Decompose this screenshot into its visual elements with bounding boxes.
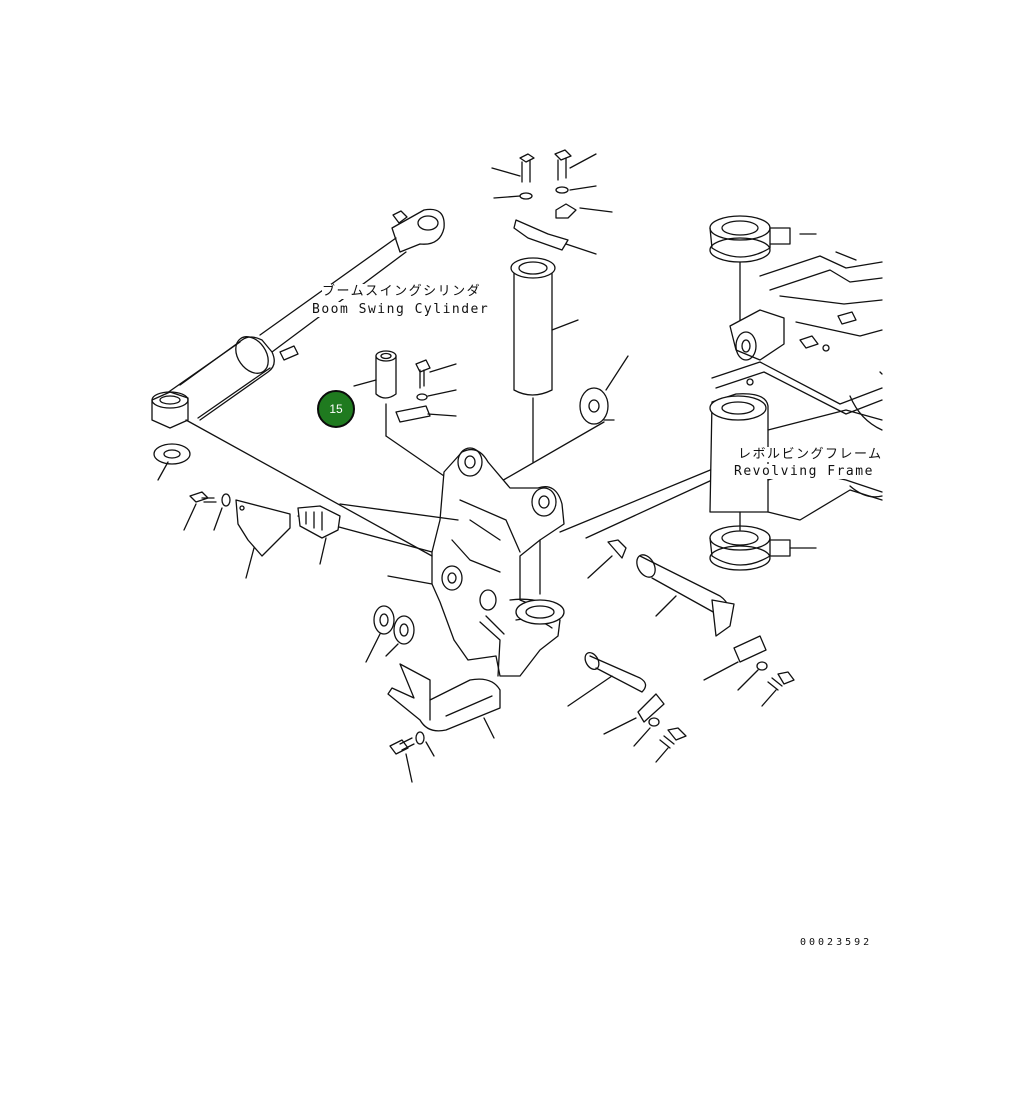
right-pins (567, 539, 795, 763)
revolving-frame (709, 215, 883, 571)
boom-swing-cylinder-label-jp: ブームスイングシリンダ (322, 284, 482, 299)
revolving-frame-label-jp: レボルビングフレーム (738, 447, 883, 462)
top-pin-assembly (491, 149, 629, 483)
bottom-cover-plate (387, 663, 501, 783)
revolving-frame-label-en: Revolving Frame (734, 464, 874, 479)
swing-bracket (431, 447, 565, 677)
cylinder-washer (153, 443, 191, 481)
boom-swing-cylinder (151, 208, 445, 429)
left-plate-assembly (183, 491, 341, 579)
pin-15-assembly (353, 350, 457, 477)
drawing-number: 00023592 (800, 937, 873, 948)
callout-15-badge[interactable]: 15 (317, 390, 355, 428)
boom-swing-cylinder-label-en: Boom Swing Cylinder (312, 302, 490, 317)
lower-washers (365, 575, 433, 663)
